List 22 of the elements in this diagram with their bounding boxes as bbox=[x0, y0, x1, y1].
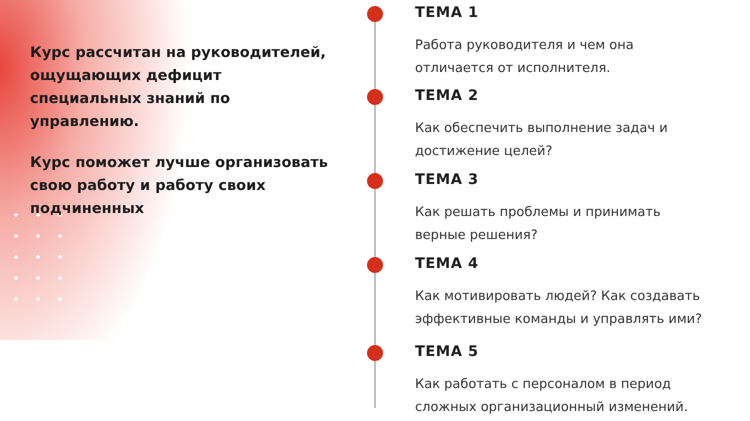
timeline-line bbox=[374, 273, 376, 345]
topic-description: Как обеспечить выполнение задач и достижение целей? bbox=[415, 120, 669, 161]
timeline-line bbox=[374, 189, 376, 257]
timeline-line bbox=[374, 361, 376, 408]
timeline-line bbox=[374, 22, 376, 89]
topic-description: Как решать проблемы и принимать верные решения? bbox=[415, 204, 662, 245]
timeline-line bbox=[374, 105, 376, 173]
intro-text: Курс рассчитан на руководителей, ощущающих дефицит специальных знаний по управлению. bbox=[30, 44, 327, 132]
topic-heading: ТЕМА 4 bbox=[415, 256, 479, 272]
timeline-dot bbox=[367, 173, 383, 189]
topic-description: Работа руководителя и чем она отличается от исполнителя. bbox=[415, 37, 635, 78]
timeline-dot bbox=[367, 89, 383, 105]
topic-description: Как мотивировать людей? Как создавать эффективные команды и управлять ими? bbox=[415, 288, 704, 329]
topic-description: Как работать с персоналом в период сложных организационный изменений. bbox=[415, 376, 689, 417]
intro-text: Курс поможет лучше организовать свою работу и работу своих подчиненных bbox=[30, 154, 329, 219]
topic-heading: ТЕМА 5 bbox=[415, 344, 479, 360]
topic-heading: ТЕМА 1 bbox=[415, 5, 479, 21]
timeline-dot bbox=[367, 345, 383, 361]
timeline-dot bbox=[367, 6, 383, 22]
topic-heading: ТЕМА 3 bbox=[415, 172, 479, 188]
topic-heading: ТЕМА 2 bbox=[415, 88, 479, 104]
timeline-dot bbox=[367, 257, 383, 273]
